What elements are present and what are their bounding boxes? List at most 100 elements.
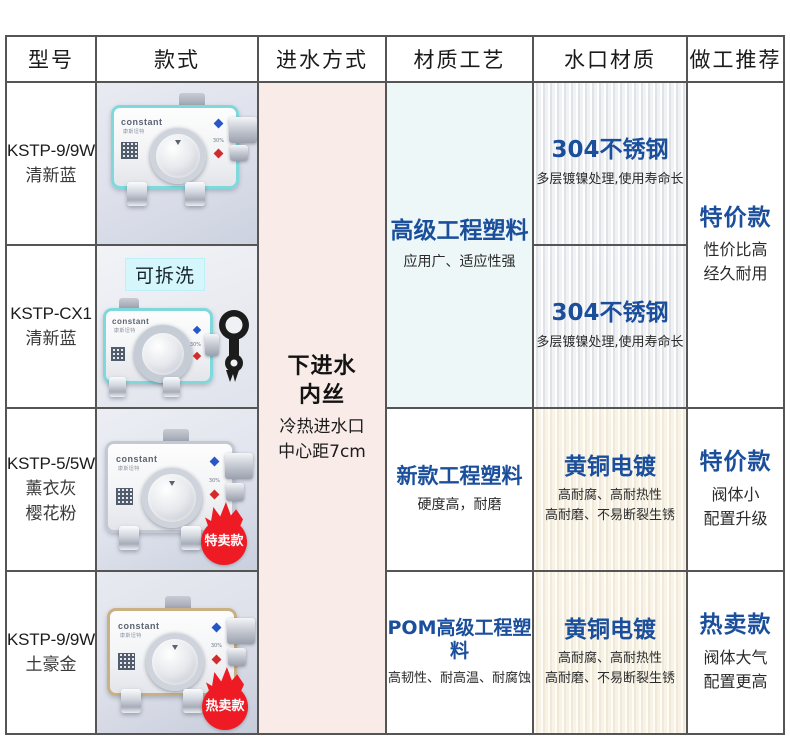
model-cell: KSTP-9/9W 清新蓝 bbox=[5, 81, 97, 246]
material-title: 高级工程塑料 bbox=[390, 217, 529, 244]
port-material-cell: 304不锈钢 多层镀镍处理,使用寿命长 bbox=[532, 81, 688, 246]
model-code: KSTP-5/5W bbox=[7, 454, 95, 474]
inlet-nut-left bbox=[127, 182, 147, 206]
temperature-dial bbox=[134, 325, 192, 383]
valve-body: constant 康斯坦特 30% bbox=[111, 105, 239, 189]
recommendation-sub-1: 阀体小 bbox=[711, 484, 760, 504]
port-title: 304不锈钢 bbox=[551, 137, 669, 164]
hot-indicator-icon bbox=[209, 489, 220, 500]
style-photo-cell: constant 康斯坦特 30% bbox=[95, 407, 259, 572]
percent-label: 30% bbox=[210, 643, 222, 649]
dial-marker-icon bbox=[172, 645, 178, 651]
inlet-line-3: 冷热进水口 bbox=[279, 417, 365, 438]
side-outlet bbox=[226, 483, 244, 501]
material-subtitle: 高韧性、耐高温、耐腐蚀 bbox=[387, 670, 531, 686]
product-photo: constant 康斯坦特 30% bbox=[98, 573, 256, 732]
qr-code bbox=[121, 142, 138, 159]
washable-badge: 可拆洗 bbox=[125, 258, 206, 291]
sale-badge-label: 特卖款 bbox=[204, 534, 244, 550]
top-inlet-port-icon bbox=[179, 93, 205, 107]
cold-indicator-icon bbox=[192, 325, 202, 335]
brand-logo: constant bbox=[112, 317, 150, 326]
header-model: 型号 bbox=[5, 35, 97, 83]
percent-label: 30% bbox=[208, 478, 220, 484]
style-photo-cell: constant 康斯坦特 30% bbox=[95, 570, 259, 735]
temperature-dial bbox=[150, 128, 206, 184]
inlet-nut-right bbox=[163, 377, 180, 397]
table-row: KSTP-CX1 清新蓝 可拆洗 constant 康斯坦特 30% bbox=[5, 244, 784, 409]
table-row: KSTP-9/9W 土豪金 constant 康斯坦特 30% bbox=[5, 570, 785, 735]
qr-code bbox=[116, 488, 133, 505]
material-cell: POM高级工程塑料 高韧性、耐高温、耐腐蚀 bbox=[385, 570, 534, 735]
brand-subtitle: 康斯坦特 bbox=[114, 328, 136, 334]
model-code: KSTP-CX1 bbox=[10, 304, 92, 323]
qr-code bbox=[111, 347, 125, 361]
wrench-tool-icon bbox=[219, 310, 249, 382]
percent-label: 30% bbox=[212, 138, 224, 144]
inlet-line-4: 中心距7cm bbox=[278, 441, 366, 462]
model-cell: KSTP-CX1 清新蓝 bbox=[5, 244, 97, 409]
header-material: 材质工艺 bbox=[385, 35, 534, 83]
brand-logo: constant bbox=[121, 117, 163, 127]
recommendation-cell: 特价款 性价比高 经久耐用 bbox=[686, 81, 785, 409]
style-photo-cell: constant 康斯坦特 30% bbox=[95, 81, 259, 246]
side-cartridge bbox=[205, 334, 219, 356]
cold-indicator-icon bbox=[211, 622, 222, 633]
header-inlet: 进水方式 bbox=[257, 35, 387, 83]
dial-marker-icon bbox=[175, 140, 181, 146]
inlet-nut-left bbox=[119, 526, 139, 550]
model-cell: KSTP-9/9W 土豪金 bbox=[5, 570, 97, 735]
port-material-cell: 304不锈钢 多层镀镍处理,使用寿命长 bbox=[532, 244, 688, 409]
hot-indicator-icon bbox=[192, 351, 202, 361]
side-knob bbox=[229, 117, 256, 143]
port-subtitle-2: 高耐磨、不易断裂生锈 bbox=[544, 507, 675, 523]
model-color: 土豪金 bbox=[25, 654, 77, 675]
recommendation-title: 特价款 bbox=[699, 449, 772, 476]
recommendation-sub-2: 配置升级 bbox=[703, 508, 768, 528]
model-color: 清新蓝 bbox=[25, 328, 77, 349]
model-color: 清新蓝 bbox=[25, 165, 77, 186]
table-row: KSTP-9/9W 清新蓝 constant 康斯坦特 30% bbox=[5, 81, 785, 735]
hot-indicator-icon bbox=[213, 148, 224, 159]
inlet-nut-right bbox=[181, 526, 201, 550]
hot-sale-badge-label: 热卖款 bbox=[205, 699, 245, 715]
brand-subtitle: 康斯坦特 bbox=[120, 633, 142, 639]
side-outlet bbox=[230, 145, 248, 161]
cold-indicator-icon bbox=[209, 456, 220, 467]
qr-code bbox=[118, 653, 135, 670]
port-subtitle: 多层镀镍处理,使用寿命长 bbox=[536, 172, 684, 188]
brand-subtitle: 康斯坦特 bbox=[123, 129, 145, 135]
hot-sale-badge: 热卖款 bbox=[202, 684, 248, 730]
port-subtitle-2: 高耐磨、不易断裂生锈 bbox=[544, 670, 675, 686]
brand-subtitle: 康斯坦特 bbox=[118, 466, 140, 472]
brand-logo: constant bbox=[116, 454, 158, 464]
recommendation-title: 特价款 bbox=[699, 204, 772, 231]
model-code: KSTP-9/9W bbox=[7, 630, 95, 649]
top-inlet-port-icon bbox=[163, 429, 189, 443]
product-photo: 可拆洗 constant 康斯坦特 30% bbox=[98, 247, 256, 406]
recommendation-sub-2: 配置更高 bbox=[703, 671, 768, 691]
material-subtitle: 应用广、适应性强 bbox=[403, 253, 516, 270]
dial-marker-icon bbox=[169, 480, 175, 486]
temperature-dial bbox=[146, 633, 204, 691]
table-header-row: 型号 款式 进水方式 材质工艺 水口材质 做工推荐 bbox=[5, 35, 785, 83]
recommendation-cell: 特价款 阀体小 配置升级 bbox=[686, 407, 785, 572]
side-outlet bbox=[228, 648, 246, 666]
hot-indicator-icon bbox=[211, 654, 222, 665]
model-color-alt: 樱花粉 bbox=[25, 504, 77, 525]
material-title: 新款工程塑料 bbox=[396, 463, 523, 488]
model-color: 薰衣灰 bbox=[25, 478, 77, 499]
brand-logo: constant bbox=[118, 621, 160, 631]
recommendation-cell: 热卖款 阀体大气 配置更高 bbox=[686, 570, 785, 735]
style-photo-cell: 可拆洗 constant 康斯坦特 30% bbox=[95, 244, 259, 409]
product-spec-table: 型号 款式 进水方式 材质工艺 水口材质 做工推荐 KSTP-9/9W 清新蓝 … bbox=[5, 35, 785, 735]
material-title: POM高级工程塑料 bbox=[387, 617, 532, 662]
port-subtitle: 多层镀镍处理,使用寿命长 bbox=[536, 335, 684, 351]
valve-body: constant 康斯坦特 30% bbox=[103, 308, 213, 384]
model-cell: KSTP-5/5W 薰衣灰 樱花粉 bbox=[5, 407, 97, 572]
material-subtitle: 硬度高，耐磨 bbox=[417, 496, 502, 513]
product-photo: constant 康斯坦特 30% bbox=[98, 84, 256, 243]
recommendation-sub-1: 性价比高 bbox=[703, 240, 768, 260]
material-cell: 新款工程塑料 硬度高，耐磨 bbox=[385, 407, 534, 572]
port-subtitle-1: 高耐腐、高耐热性 bbox=[557, 488, 662, 504]
